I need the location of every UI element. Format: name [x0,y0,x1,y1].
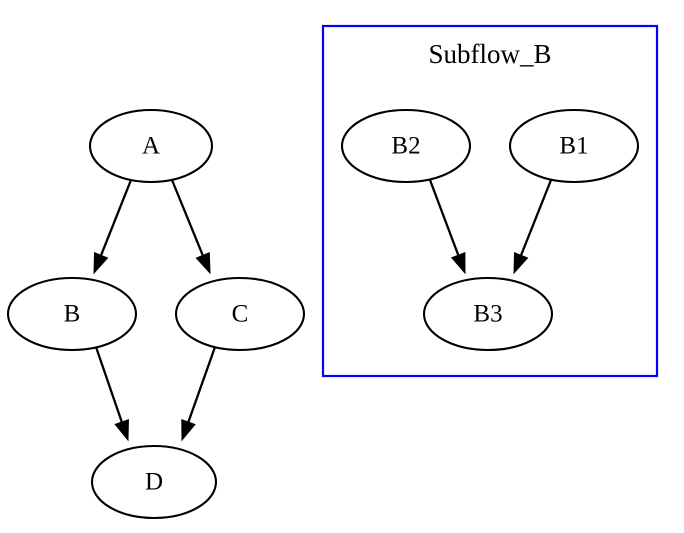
edge-a-b-line [98,179,133,260]
edge-b-d[interactable] [94,346,129,442]
node-c-label: C [232,301,249,328]
edge-b2-b3[interactable] [428,179,466,275]
node-b2-ellipse [340,108,472,184]
node-b1-label: B1 [559,133,588,160]
edge-b-d-line [94,346,125,427]
node-b[interactable]: B [6,276,138,352]
node-b3-ellipse [422,276,554,352]
node-b-label: B [64,301,81,328]
edge-a-c-arrowhead [195,252,211,275]
node-b1[interactable]: B1 [508,108,640,184]
edge-a-c[interactable] [170,179,211,275]
node-c[interactable]: C [174,276,306,352]
cluster-label-subflow-b: Subflow_B [428,39,551,69]
node-b1-ellipse [508,108,640,184]
edge-b1-b3[interactable] [513,179,553,275]
edge-a-c-line [170,179,206,260]
edge-c-d[interactable] [181,346,217,442]
node-d-ellipse [90,444,218,520]
cluster-border-rect [321,24,659,378]
edge-b1-b3-line [518,179,553,260]
edge-b-d-arrowhead [114,419,129,442]
node-a-ellipse [88,108,214,184]
edge-b1-b3-arrowhead [513,252,529,275]
edge-a-b-arrowhead [93,252,109,275]
node-d[interactable]: D [90,444,218,520]
node-c-ellipse [174,276,306,352]
nodes-group: A B C D B2 B1 [6,108,640,520]
node-b3-label: B3 [473,301,502,328]
edge-a-b[interactable] [93,179,133,275]
node-d-label: D [145,469,163,496]
node-b2-label: B2 [391,133,420,160]
node-a-label: A [142,133,160,160]
cluster-subflow-b[interactable]: Subflow_B [321,24,659,378]
node-b2[interactable]: B2 [340,108,472,184]
edges-group [93,179,553,442]
edge-c-d-arrowhead [181,419,196,442]
node-b-ellipse [6,276,138,352]
node-b3[interactable]: B3 [422,276,554,352]
edge-b2-b3-arrowhead [450,252,466,275]
node-a[interactable]: A [88,108,214,184]
edge-b2-b3-line [428,179,461,260]
edge-c-d-line [185,346,217,427]
